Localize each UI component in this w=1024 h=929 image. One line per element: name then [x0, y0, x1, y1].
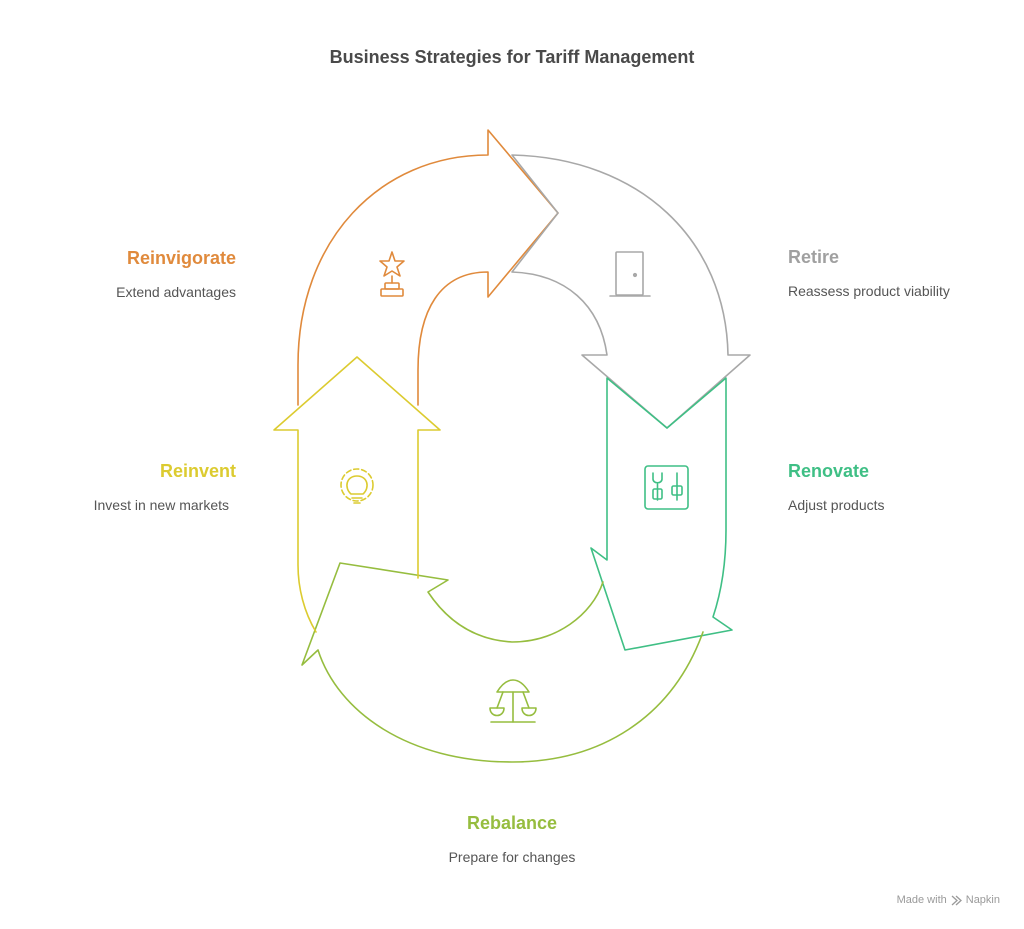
retire-label: Retire — [788, 247, 840, 267]
rebalance-description: Prepare for changes — [448, 849, 576, 865]
napkin-logo-icon — [951, 895, 962, 905]
reinvigorate-description: Extend advantages — [116, 284, 236, 300]
footer-brand: Napkin — [965, 894, 1000, 906]
made-with-napkin-footer: Made with Napkin — [897, 894, 1000, 906]
retire-arrow — [511, 154, 751, 429]
retire-description: Reassess product viability — [788, 283, 950, 299]
renovate-description: Adjust products — [788, 497, 885, 513]
reinvent-label: Reinvent — [159, 461, 236, 481]
balance-scale-icon — [489, 679, 537, 723]
reinvigorate-arrow — [297, 129, 559, 406]
rebalance-arrow — [301, 562, 704, 763]
reinvent-arrow — [273, 356, 441, 633]
footer-prefix: Made with — [896, 894, 947, 906]
tools-icon — [644, 465, 689, 510]
rebalance-label: Rebalance — [466, 813, 558, 833]
renovate-arrow — [590, 377, 733, 651]
gear-lightbulb-icon — [340, 468, 374, 504]
reinvigorate-label: Reinvigorate — [126, 248, 236, 268]
renovate-label: Renovate — [788, 461, 870, 481]
page-title: Business Strategies for Tariff Managemen… — [329, 47, 695, 67]
reinvent-description: Invest in new markets — [93, 497, 229, 513]
trophy-icon — [379, 251, 405, 297]
door-icon — [609, 251, 651, 297]
